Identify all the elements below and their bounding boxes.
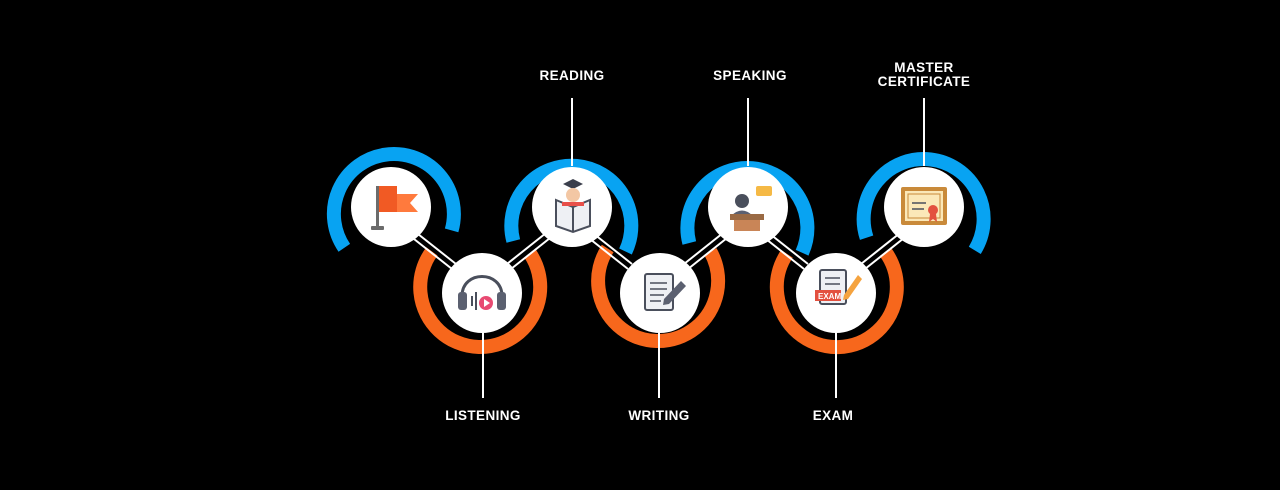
svg-text:EXAM: EXAM (818, 292, 841, 301)
connector-4b (687, 237, 728, 270)
listening-node (442, 253, 522, 333)
label-speaking: SPEAKING (713, 68, 787, 83)
speaker-podium-icon (730, 186, 772, 231)
listening-arc (413, 247, 548, 354)
label-certificate: MASTER CERTIFICATE (877, 60, 971, 89)
label-listening: LISTENING (445, 408, 521, 423)
connector-2b (510, 237, 551, 270)
connector-3 (593, 233, 633, 265)
certificate-icon (901, 187, 947, 225)
speaking-node (708, 167, 788, 247)
start-arc (326, 147, 461, 252)
connector-6 (860, 232, 901, 265)
certificate-arc (856, 152, 991, 255)
connector-5b (765, 238, 805, 270)
student-reading-icon (555, 179, 591, 234)
headphones-icon (458, 275, 506, 310)
label-reading: READING (539, 68, 605, 83)
flag-icon (371, 186, 418, 230)
connector-6b (864, 237, 905, 270)
connector-4 (683, 232, 724, 265)
connector-1b (413, 238, 453, 270)
label-exam: EXAM (812, 408, 854, 423)
label-writing: WRITING (628, 408, 690, 423)
exam-arc (769, 247, 904, 355)
connectors (413, 232, 905, 270)
connector-2 (506, 232, 547, 265)
reading-arc (504, 158, 639, 255)
connector-3b (589, 238, 629, 270)
connector-5 (769, 233, 809, 265)
writing-arc (591, 244, 726, 349)
notebook-pencil-icon (644, 273, 686, 311)
connector-1 (417, 233, 457, 265)
exam-paper-icon: EXAM (815, 269, 862, 305)
